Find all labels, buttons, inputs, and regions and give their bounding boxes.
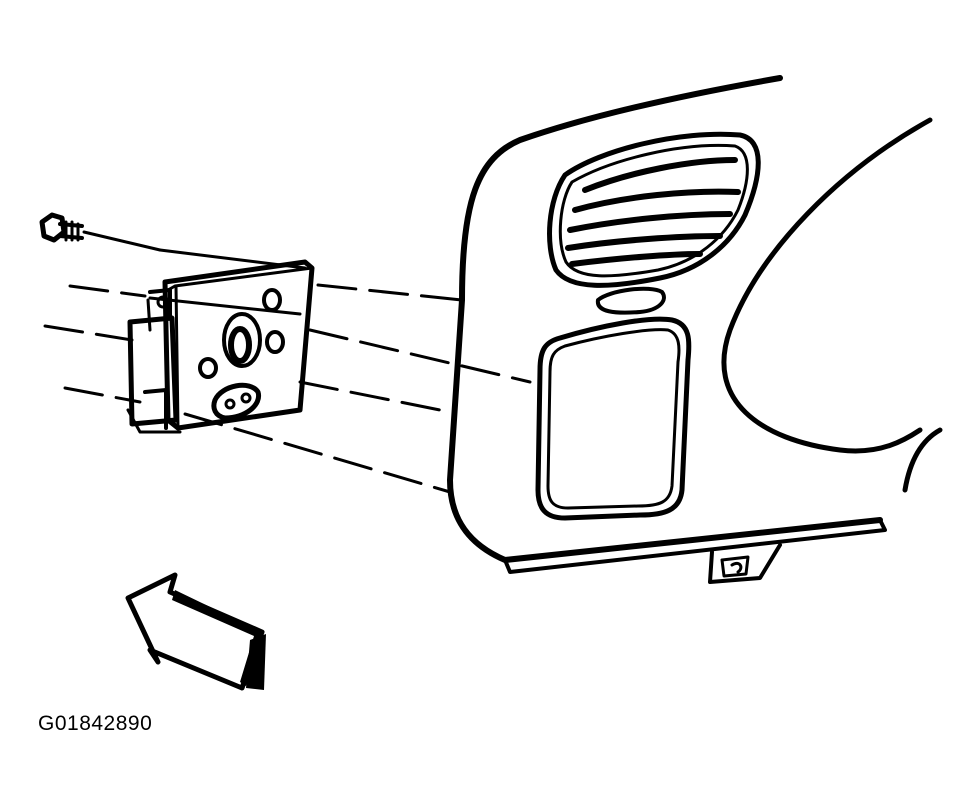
switch-opening xyxy=(535,316,692,521)
direction-arrow xyxy=(125,572,266,691)
small-slot xyxy=(595,286,666,315)
figure-id-label: G01842890 xyxy=(38,712,153,735)
instrument-panel-end xyxy=(447,75,943,584)
mounting-screw xyxy=(39,212,162,252)
alignment-lines xyxy=(43,248,532,494)
air-vent-outlet xyxy=(547,131,761,288)
switch-module xyxy=(126,259,315,434)
